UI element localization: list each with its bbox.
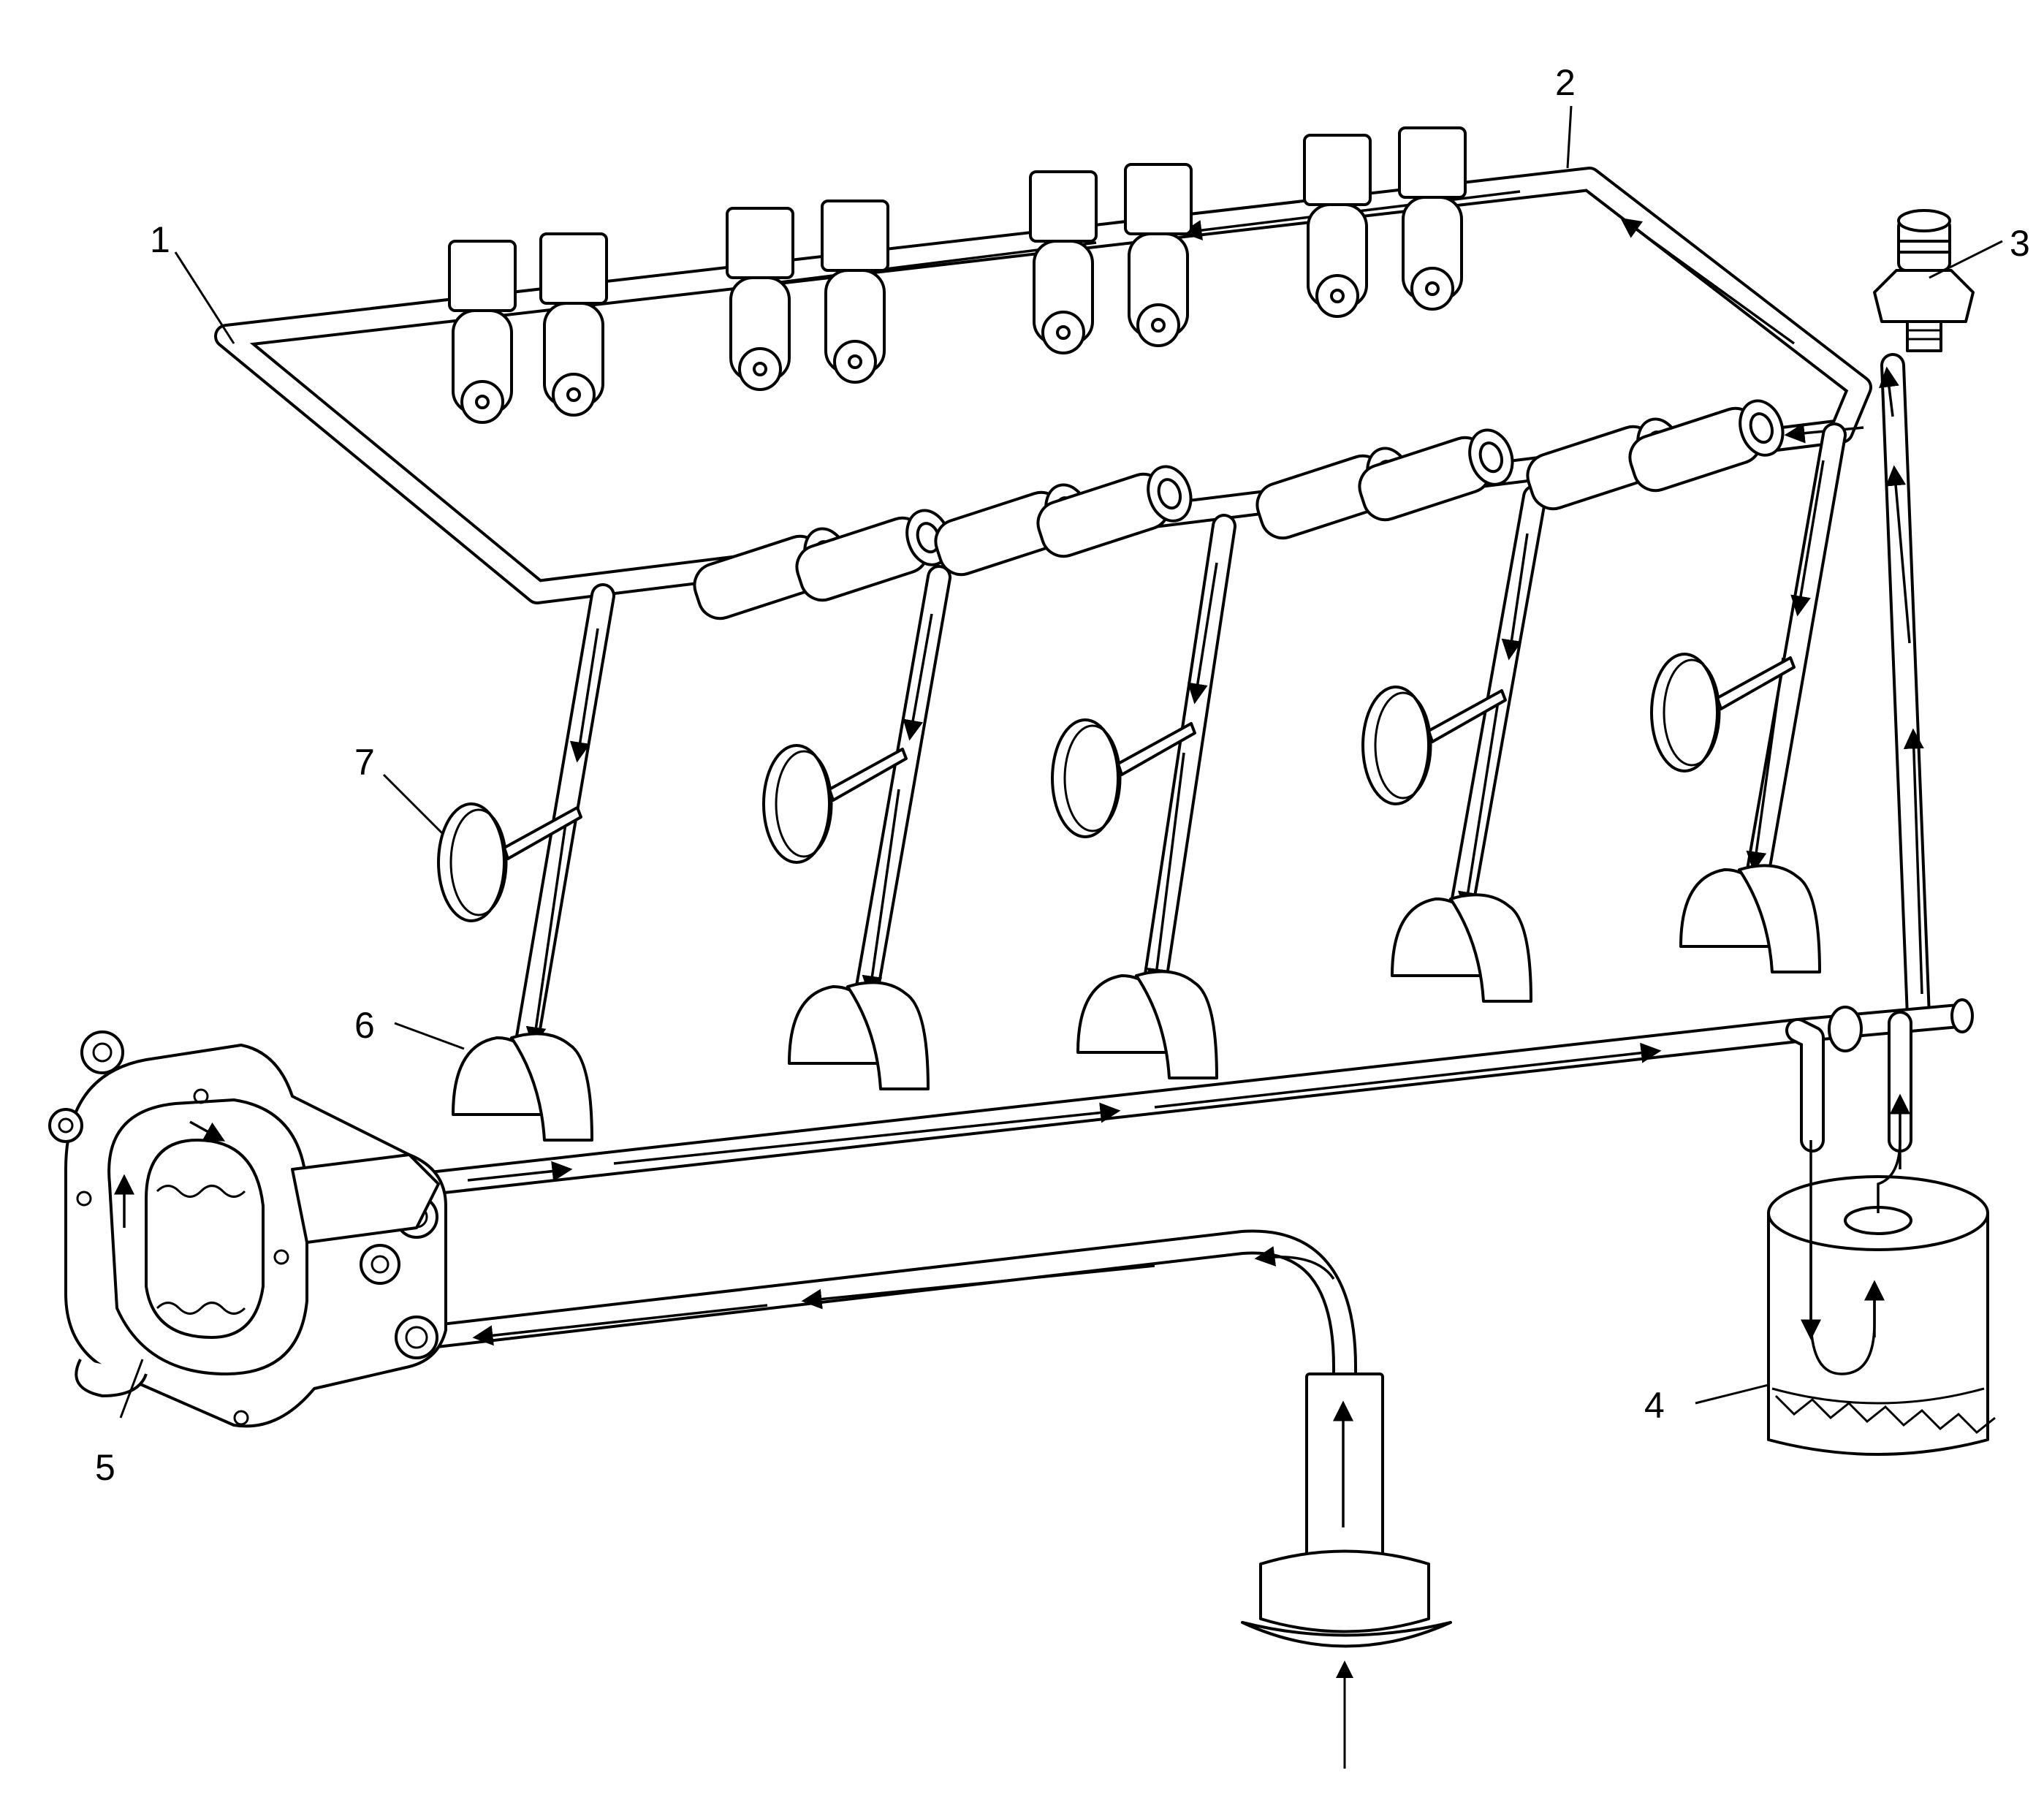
callout-1: 1 (150, 219, 170, 260)
callout-5: 5 (95, 1447, 115, 1488)
upper-oil-gallery (214, 167, 1872, 604)
oil-pressure-sensor (1873, 209, 1975, 352)
oil-pickup-tube (411, 1229, 1452, 1769)
valve-lifters-lower (693, 399, 1785, 620)
callout-6: 6 (354, 1005, 375, 1046)
camshaft-bearings (437, 653, 1796, 922)
callout-leaders (119, 105, 2003, 1419)
oil-pump (48, 1030, 447, 1428)
callout-3: 3 (2010, 223, 2030, 264)
callout-7: 7 (354, 742, 375, 783)
callout-4: 4 (1644, 1385, 1665, 1426)
callout-2: 2 (1555, 62, 1576, 103)
main-bearing-saddles (452, 864, 1821, 1142)
oil-filter (1767, 1093, 1996, 1456)
valve-lifters-upper (448, 126, 1467, 424)
callout-labels: 1 2 3 4 5 6 7 (95, 62, 2030, 1488)
bearing-feed-passages (510, 422, 1847, 1079)
right-riser-passage (1879, 353, 1931, 1028)
